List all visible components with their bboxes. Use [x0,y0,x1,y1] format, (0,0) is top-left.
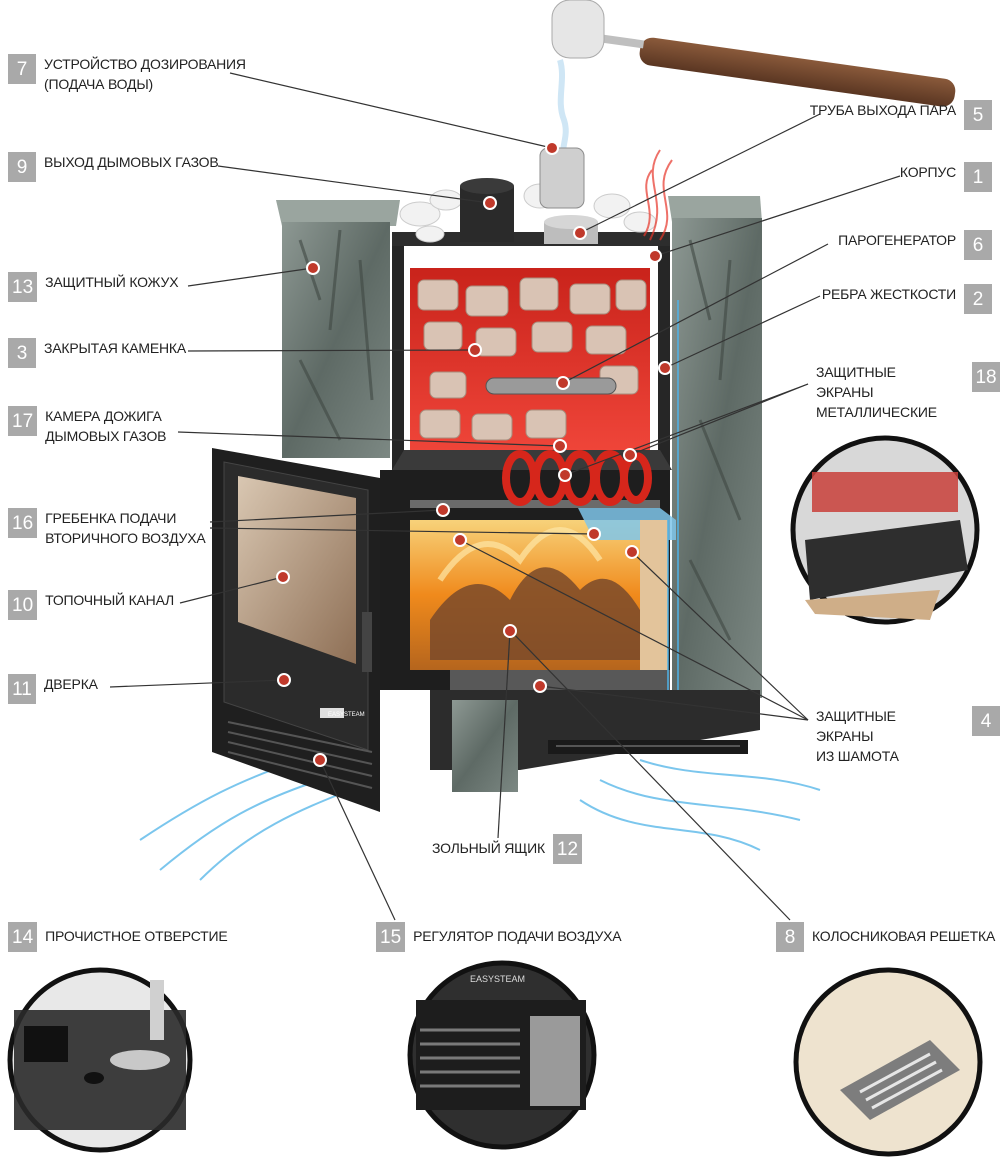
label-text: КАМЕРА ДОЖИГА ДЫМОВЫХ ГАЗОВ [45,408,167,444]
label-text: ЗАЩИТНЫЕ ЭКРАНЫ ИЗ ШАМОТА [816,708,899,764]
label-text: ЗАЩИТНЫЙ КОЖУХ [45,274,179,290]
label-13: 13 ЗАЩИТНЫЙ КОЖУХ [8,272,179,302]
stone-cladding-right [668,196,762,698]
label-number: 9 [8,152,36,182]
label-8: 8 КОЛОСНИКОВАЯ РЕШЕТКА [776,922,995,952]
label-15: 15 РЕГУЛЯТОР ПОДАЧИ ВОЗДУХА [376,922,622,952]
label-12: ЗОЛЬНЫЙ ЯЩИК 12 [432,834,583,864]
label-17: 17 КАМЕРА ДОЖИГА ДЫМОВЫХ ГАЗОВ [8,406,166,446]
label-14: 14 ПРОЧИСТНОЕ ОТВЕРСТИЕ [8,922,228,952]
label-number: 13 [8,272,38,302]
label-2: 2 РЕБРА ЖЕСТКОСТИ [822,284,992,314]
inset-grate [793,967,983,1157]
label-text: РЕГУЛЯТОР ПОДАЧИ ВОЗДУХА [413,928,622,944]
label-text: ВЫХОД ДЫМОВЫХ ГАЗОВ [44,154,219,170]
label-text: ТОПОЧНЫЙ КАНАЛ [45,592,175,608]
label-4: ЗАЩИТНЫЕ ЭКРАНЫ ИЗ ШАМОТА 4 [816,706,1000,766]
door-logo: EASYSTEAM [328,712,365,718]
label-text: ТРУБА ВЫХОДА ПАРА [809,102,956,118]
label-10: 10 ТОПОЧНЫЙ КАНАЛ [8,590,174,620]
label-text: ЗАЩИТНЫЕ ЭКРАНЫ МЕТАЛЛИЧЕСКИЕ [816,364,937,420]
label-number: 8 [776,922,804,952]
airflow [139,300,821,881]
label-number: 16 [8,508,38,538]
label-number: 5 [964,100,992,130]
door-illustration [212,448,380,812]
heater-body [392,232,672,482]
ladle [551,0,956,162]
inset-metal-screens [790,435,980,625]
label-text: КОРПУС [899,164,956,180]
label-9: 9 ВЫХОД ДЫМОВЫХ ГАЗОВ [8,152,219,182]
inset-logo: EASYSTEAM [470,974,525,984]
label-number: 18 [972,362,1000,392]
label-number: 4 [972,706,1000,736]
firebox [380,450,676,690]
label-1: 1 КОРПУС [900,162,992,192]
label-text: КОЛОСНИКОВАЯ РЕШЕТКА [812,928,996,944]
label-number: 1 [964,162,992,192]
label-5: 5 ТРУБА ВЫХОДА ПАРА [810,100,992,130]
label-text: ГРЕБЕНКА ПОДАЧИ ВТОРИЧНОГО ВОЗДУХА [45,510,206,546]
label-number: 14 [8,922,38,952]
label-text: ЗАКРЫТАЯ КАМЕНКА [44,340,187,356]
label-text: ПРОЧИСТНОЕ ОТВЕРСТИЕ [45,928,228,944]
callout-dots [276,141,672,767]
label-text: ЗОЛЬНЫЙ ЯЩИК [432,840,545,856]
label-number: 3 [8,338,36,368]
label-text: ПАРОГЕНЕРАТОР [838,232,956,248]
label-number: 12 [552,834,583,864]
inset-air-regulator: EASYSTEAM [407,960,597,1150]
base [430,690,760,792]
label-7: 7 УСТРОЙСТВО ДОЗИРОВАНИЯ (ПОДАЧА ВОДЫ) [8,54,246,94]
label-3: 3 ЗАКРЫТАЯ КАМЕНКА [8,338,186,368]
label-text: РЕБРА ЖЕСТКОСТИ [821,286,956,302]
label-number: 11 [8,674,36,704]
label-number: 10 [8,590,38,620]
label-6: 6 ПАРОГЕНЕРАТОР [838,230,992,260]
label-text: ДВЕРКА [44,676,98,692]
label-11: 11 ДВЕРКА [8,674,98,704]
label-16: 16 ГРЕБЕНКА ПОДАЧИ ВТОРИЧНОГО ВОЗДУХА [8,508,206,548]
inset-cleaning-hole [7,967,193,1153]
label-18: ЗАЩИТНЫЕ ЭКРАНЫ МЕТАЛЛИЧЕСКИЕ 18 [816,362,1000,422]
callout-lines [109,72,901,921]
stone-cladding-left [276,200,400,458]
label-text: УСТРОЙСТВО ДОЗИРОВАНИЯ (ПОДАЧА ВОДЫ) [44,56,246,92]
label-number: 17 [8,406,38,436]
label-number: 15 [376,922,406,952]
top-fittings [399,147,657,244]
label-number: 7 [8,54,36,84]
label-number: 6 [964,230,992,260]
label-number: 2 [964,284,992,314]
steam-flow [643,149,673,241]
